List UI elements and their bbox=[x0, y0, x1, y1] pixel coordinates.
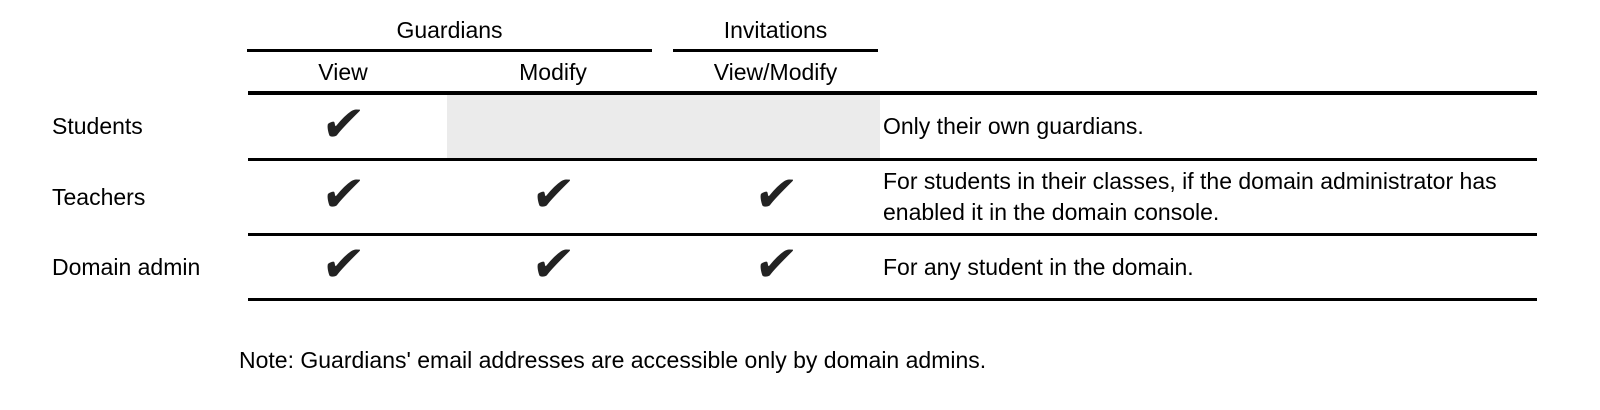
table-row-students: Students ✔ Only their own guardians. bbox=[0, 95, 1600, 158]
cell-teachers-view: ✔ bbox=[247, 161, 439, 233]
cell-domain-admin-view-modify: ✔ bbox=[673, 235, 878, 298]
check-icon: ✔ bbox=[527, 165, 579, 223]
cell-students-modify bbox=[447, 95, 659, 158]
cell-students-view-modify bbox=[673, 95, 878, 158]
cell-teachers-modify: ✔ bbox=[447, 161, 659, 233]
cell-domain-admin-modify: ✔ bbox=[447, 235, 659, 298]
check-icon: ✔ bbox=[317, 235, 369, 293]
table-row-teachers: Teachers ✔ ✔ ✔ For students in their cla… bbox=[0, 161, 1600, 233]
row-note: For any student in the domain. bbox=[883, 253, 1194, 280]
invitations-underline-rule bbox=[673, 49, 878, 52]
row-separator-rule bbox=[248, 233, 1537, 236]
cell-domain-admin-view: ✔ bbox=[247, 235, 439, 298]
column-group-label-invitations: Invitations bbox=[723, 17, 828, 43]
cell-teachers-view-modify: ✔ bbox=[673, 161, 878, 233]
cell-students-view: ✔ bbox=[247, 95, 439, 158]
table-bottom-rule bbox=[248, 298, 1537, 301]
row-separator-rule bbox=[248, 158, 1537, 161]
column-header-modify: Modify bbox=[519, 59, 587, 85]
check-icon: ✔ bbox=[750, 235, 801, 293]
no-access-shaded-cell bbox=[447, 95, 880, 158]
check-icon: ✔ bbox=[317, 94, 369, 153]
row-note: For students in their classes, if the do… bbox=[883, 168, 1497, 225]
column-group-label-guardians: Guardians bbox=[396, 17, 503, 43]
guardians-underline-rule bbox=[247, 49, 652, 52]
row-label: Domain admin bbox=[52, 253, 201, 280]
header-separator-rule bbox=[248, 91, 1537, 95]
row-label: Teachers bbox=[52, 183, 146, 210]
table-row-domain-admin: Domain admin ✔ ✔ ✔ For any student in th… bbox=[0, 235, 1600, 298]
column-header-view: View bbox=[318, 59, 368, 85]
footnote: Note: Guardians' email addresses are acc… bbox=[239, 347, 987, 373]
column-header-view-modify: View/Modify bbox=[713, 59, 838, 85]
row-label: Students bbox=[52, 113, 143, 139]
check-icon: ✔ bbox=[527, 235, 579, 293]
row-note: Only their own guardians. bbox=[883, 113, 1144, 139]
check-icon: ✔ bbox=[750, 165, 801, 223]
check-icon: ✔ bbox=[317, 165, 369, 223]
